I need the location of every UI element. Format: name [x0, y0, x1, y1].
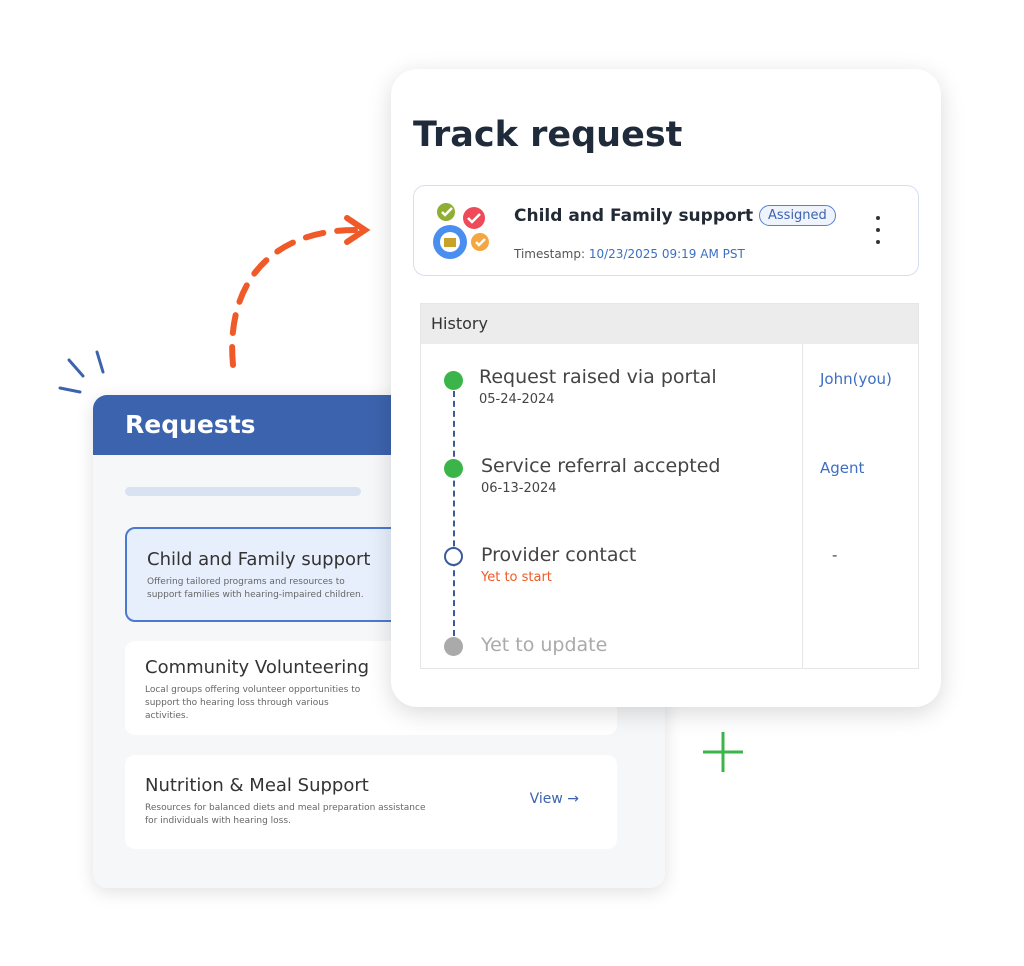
page-title: Track request: [413, 115, 683, 155]
decorative-arrow: [58, 215, 371, 394]
step-inactive-icon: [444, 637, 463, 656]
step-date: 06-13-2024: [481, 481, 557, 496]
timestamp-value: 10/23/2025 09:19 AM PST: [588, 247, 745, 261]
timestamp: Timestamp: 10/23/2025 09:19 AM PST: [514, 247, 745, 261]
request-title: Child and Family support: [514, 206, 754, 226]
view-link[interactable]: View →: [529, 791, 579, 807]
divider: [802, 344, 803, 668]
step-pending-icon: [444, 547, 463, 566]
step-date: 05-24-2024: [479, 392, 555, 407]
timeline-line: [453, 381, 455, 646]
status-badge: Assigned: [759, 205, 836, 226]
step-status: Yet to start: [481, 570, 552, 585]
step-done-icon: [444, 459, 463, 478]
request-desc: Resources for balanced diets and meal pr…: [145, 803, 426, 826]
more-options-icon[interactable]: [876, 216, 880, 252]
request-desc: Local groups offering volunteer opportun…: [145, 685, 361, 721]
history-step: Request raised via portal 05-24-2024: [479, 366, 717, 407]
step-actor: John(you): [820, 370, 892, 388]
track-request-panel: Track request Child and Family support A…: [391, 69, 941, 707]
step-title: Provider contact: [481, 544, 637, 566]
request-desc: Offering tailored programs and resources…: [147, 577, 364, 600]
step-title: Yet to update: [481, 634, 608, 656]
request-title: Child and Family support: [147, 549, 371, 570]
history-table: History Request raised via portal 05-24-2…: [420, 303, 919, 669]
step-done-icon: [444, 371, 463, 390]
skeleton-bar: [125, 487, 361, 496]
step-title: Service referral accepted: [481, 455, 721, 477]
history-step: Service referral accepted 06-13-2024: [481, 455, 720, 496]
step-actor: Agent: [820, 459, 865, 477]
request-summary-card: Child and Family support Assigned Timest…: [413, 185, 919, 276]
request-item-nutrition[interactable]: Nutrition & Meal Support Resources for b…: [125, 755, 617, 849]
history-header: History: [421, 304, 918, 344]
plus-decoration-icon: [703, 732, 743, 772]
step-title: Request raised via portal: [479, 366, 717, 388]
step-actor: -: [832, 546, 838, 564]
request-title: Nutrition & Meal Support: [145, 775, 369, 796]
request-title: Community Volunteering: [145, 657, 370, 678]
history-step: Yet to update: [481, 634, 607, 656]
service-gear-icon: [433, 203, 489, 259]
timestamp-label: Timestamp:: [514, 247, 586, 261]
